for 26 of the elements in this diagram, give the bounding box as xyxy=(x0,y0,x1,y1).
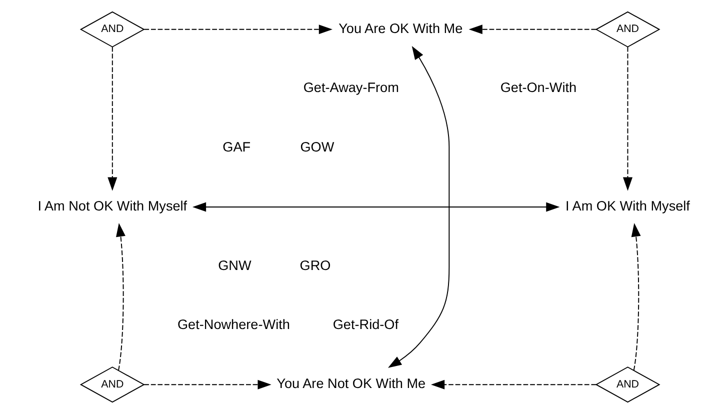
arrow xyxy=(144,24,332,34)
node-diamond: AND xyxy=(595,366,660,403)
arrow xyxy=(108,46,118,191)
arrow xyxy=(631,223,641,371)
node-diamond: AND xyxy=(595,11,660,48)
arrow xyxy=(388,46,450,368)
arrow xyxy=(116,223,126,371)
arrow xyxy=(430,380,597,390)
node-diamond: AND xyxy=(80,366,145,403)
node-diamond: AND xyxy=(80,11,145,48)
label: GOW xyxy=(300,139,334,154)
label: Get-On-With xyxy=(500,80,577,96)
arrow xyxy=(622,46,632,191)
label: Get-Away-From xyxy=(303,80,399,96)
label: GNW xyxy=(218,258,252,273)
node-text: You Are OK With Me xyxy=(338,20,463,36)
label: Get-Rid-Of xyxy=(332,316,399,332)
node-text: I Am Not OK With Myself xyxy=(38,198,188,214)
node-text: You Are Not OK With Me xyxy=(276,376,426,392)
arrow xyxy=(144,380,272,390)
label: GAF xyxy=(222,139,251,154)
label: GRO xyxy=(300,258,331,273)
arrow xyxy=(192,202,560,212)
arrow xyxy=(468,24,597,34)
node-text: I Am OK With Myself xyxy=(565,198,690,214)
label: Get-Nowhere-With xyxy=(177,316,290,332)
